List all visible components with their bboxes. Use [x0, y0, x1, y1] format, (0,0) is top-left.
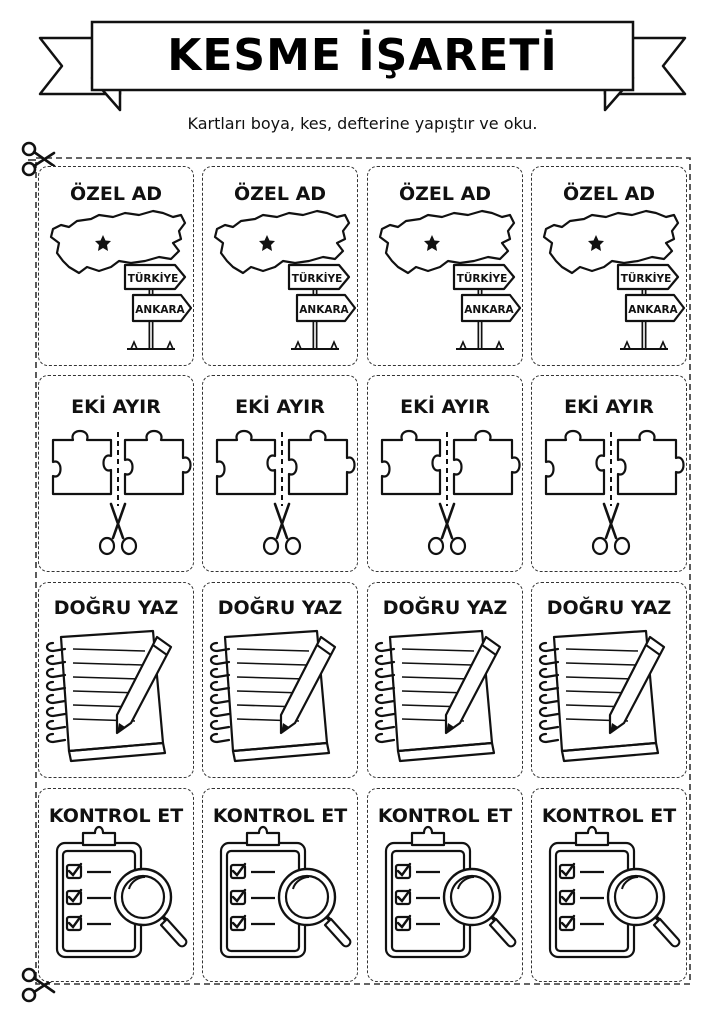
star-icon: [95, 235, 111, 251]
card-label: ÖZEL AD: [562, 183, 656, 205]
card-label: ÖZEL AD: [69, 183, 163, 205]
magnifier-icon: [606, 867, 681, 948]
card-kontrol: KONTROL ET: [202, 788, 358, 982]
card-ozel: ÖZEL AD TÜRKİYE ANKARA: [531, 166, 687, 366]
clipboard-checklist-icon: [219, 825, 307, 959]
card-yaz: DOĞRU YAZ: [38, 582, 194, 778]
card-illustration: [55, 825, 188, 959]
pencil-icon: [115, 635, 173, 735]
card-illustration: [548, 825, 681, 959]
scissors-icon: [21, 141, 56, 177]
card-label: DOĞRU YAZ: [546, 597, 672, 619]
puzzle-pieces-icon: [215, 429, 356, 506]
puzzle-pieces-icon: [544, 429, 685, 506]
card-kontrol: KONTROL ET: [531, 788, 687, 982]
scissors-icon: [427, 502, 467, 556]
page-title: KESME İŞARETİ: [167, 30, 558, 81]
scissors-icon: [591, 502, 631, 556]
card-yaz: DOĞRU YAZ: [367, 582, 523, 778]
sign-text-ankara: ANKARA: [135, 304, 185, 316]
card-label: DOĞRU YAZ: [53, 597, 179, 619]
card-label: DOĞRU YAZ: [217, 597, 343, 619]
card-ek: EKİ AYIR: [38, 375, 194, 572]
sign-text-ankara: ANKARA: [464, 304, 514, 316]
title-banner: [38, 20, 687, 112]
card-illustration: TÜRKİYE ANKARA: [213, 209, 357, 350]
card-ek: EKİ AYIR: [531, 375, 687, 572]
card-ozel: ÖZEL AD TÜRKİYE ANKARA: [367, 166, 523, 366]
clipboard-checklist-icon: [548, 825, 636, 959]
card-label: KONTROL ET: [212, 805, 348, 827]
card-label: KONTROL ET: [48, 805, 184, 827]
card-illustration: [219, 825, 352, 959]
card-ozel: ÖZEL AD TÜRKİYE ANKARA: [38, 166, 194, 366]
notebook-icon: [538, 629, 660, 763]
card-illustration: [374, 629, 502, 763]
turkey-map-icon: [378, 209, 516, 275]
card-ek: EKİ AYIR: [367, 375, 523, 572]
star-icon: [424, 235, 440, 251]
card-illustration: [380, 429, 521, 556]
puzzle-pieces-icon: [380, 429, 521, 506]
notebook-icon: [209, 629, 331, 763]
card-label: KONTROL ET: [541, 805, 677, 827]
card-ozel: ÖZEL AD TÜRKİYE ANKARA: [202, 166, 358, 366]
card-label: ÖZEL AD: [233, 183, 327, 205]
magnifier-icon: [277, 867, 352, 948]
turkey-map-icon: [49, 209, 187, 275]
card-kontrol: KONTROL ET: [38, 788, 194, 982]
notebook-icon: [45, 629, 167, 763]
card-ek: EKİ AYIR: [202, 375, 358, 572]
card-illustration: [45, 629, 173, 763]
magnifier-icon: [442, 867, 517, 948]
star-icon: [259, 235, 275, 251]
card-yaz: DOĞRU YAZ: [531, 582, 687, 778]
sign-text-turkiye: TÜRKİYE: [128, 271, 179, 285]
card-illustration: [384, 825, 517, 959]
sign-text-ankara: ANKARA: [299, 304, 349, 316]
card-label: ÖZEL AD: [398, 183, 492, 205]
card-label: KONTROL ET: [377, 805, 513, 827]
pencil-icon: [279, 635, 337, 735]
magnifier-icon: [113, 867, 188, 948]
card-illustration: TÜRKİYE ANKARA: [49, 209, 193, 350]
scissors-icon: [21, 967, 56, 1003]
card-label: EKİ AYIR: [400, 396, 490, 418]
puzzle-pieces-icon: [51, 429, 192, 506]
sign-text-turkiye: TÜRKİYE: [457, 271, 508, 285]
scissors-icon: [262, 502, 302, 556]
signpost-icon: [616, 263, 686, 350]
card-illustration: [51, 429, 192, 556]
scissors-icon: [98, 502, 138, 556]
signpost-icon: [287, 263, 357, 350]
card-illustration: TÜRKİYE ANKARA: [542, 209, 686, 350]
sign-text-ankara: ANKARA: [628, 304, 678, 316]
card-label: EKİ AYIR: [564, 396, 654, 418]
signpost-icon: [452, 263, 522, 350]
card-illustration: [544, 429, 685, 556]
turkey-map-icon: [213, 209, 351, 275]
pencil-icon: [444, 635, 502, 735]
instruction-text: Kartları boya, kes, defterine yapıştır v…: [187, 114, 538, 133]
card-illustration: [215, 429, 356, 556]
star-icon: [588, 235, 604, 251]
signpost-icon: [123, 263, 193, 350]
card-illustration: [538, 629, 666, 763]
sign-text-turkiye: TÜRKİYE: [621, 271, 672, 285]
card-illustration: [209, 629, 337, 763]
turkey-map-icon: [542, 209, 680, 275]
card-label: DOĞRU YAZ: [382, 597, 508, 619]
sign-text-turkiye: TÜRKİYE: [292, 271, 343, 285]
card-illustration: TÜRKİYE ANKARA: [378, 209, 522, 350]
card-kontrol: KONTROL ET: [367, 788, 523, 982]
card-yaz: DOĞRU YAZ: [202, 582, 358, 778]
card-label: EKİ AYIR: [71, 396, 161, 418]
notebook-icon: [374, 629, 496, 763]
card-label: EKİ AYIR: [235, 396, 325, 418]
pencil-icon: [608, 635, 666, 735]
